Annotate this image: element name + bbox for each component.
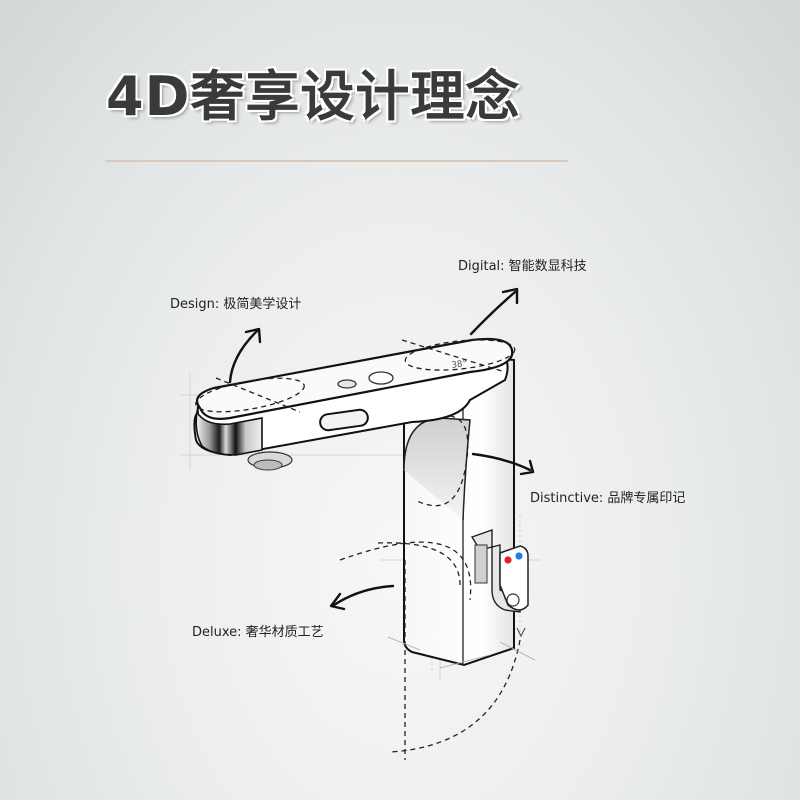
arrow-digital-icon <box>469 287 519 336</box>
page-title: 4D奢享设计理念 <box>106 65 521 128</box>
arrow-deluxe-icon <box>329 584 395 611</box>
hot-dot <box>504 556 512 564</box>
annotation-deluxe: Deluxe: 奢华材质工艺 <box>192 625 324 640</box>
annotation-distinctive: Distinctive: 品牌专属印记 <box>530 491 686 506</box>
arrow-distinctive-icon <box>471 452 535 476</box>
annotation-design: Design: 极简美学设计 <box>170 297 302 312</box>
svg-text:38°: 38° <box>451 359 468 371</box>
logo-button <box>337 379 357 389</box>
title-divider <box>105 160 568 162</box>
cold-dot <box>515 552 523 560</box>
arrow-design-icon <box>228 327 262 384</box>
annotation-digital: Digital: 智能数显科技 <box>458 259 587 274</box>
touch-button <box>368 371 394 385</box>
